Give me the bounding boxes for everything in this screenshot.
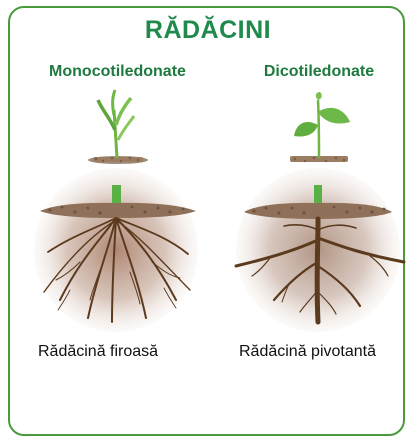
taproot-icon	[236, 168, 404, 332]
taproot-caption: Rădăcină pivotantă	[239, 343, 376, 361]
monocot-plant-icon	[88, 90, 148, 164]
fibrous-root-icon	[34, 168, 198, 332]
dicot-plant-icon	[290, 92, 350, 162]
fibrous-root-caption: Rădăcină firoasă	[38, 343, 158, 361]
